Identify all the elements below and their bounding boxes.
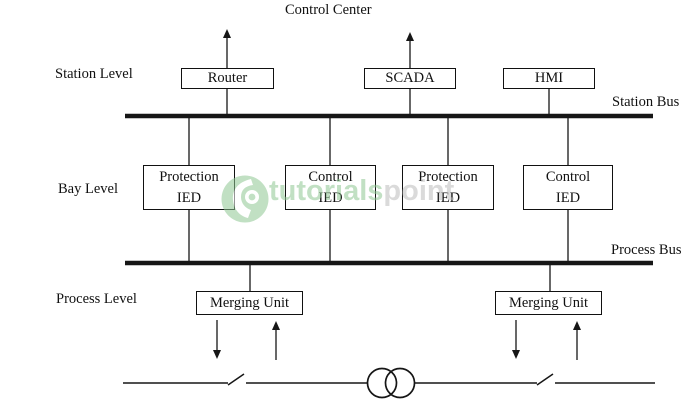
station-level-label: Station Level <box>55 66 133 82</box>
process-bus-label: Process Bus <box>611 242 682 258</box>
merging-unit1-label: Merging Unit <box>209 294 290 311</box>
protection-ied1-label-line1: Protection <box>159 168 219 185</box>
control-ied1-node: Control IED <box>285 165 376 210</box>
transformer-icon <box>366 367 416 399</box>
scada-node: SCADA <box>364 68 456 89</box>
control-center-label: Control Center <box>285 2 372 18</box>
protection-ied2-node: Protection IED <box>402 165 494 210</box>
control-ied2-node: Control IED <box>523 165 613 210</box>
merging-unit2-up-arrow-icon <box>573 321 581 360</box>
scada-uplink-arrow-icon <box>406 32 414 68</box>
merging-unit1-up-arrow-icon <box>272 321 280 360</box>
disconnector-switch2-icon <box>536 373 554 386</box>
router-node: Router <box>181 68 274 89</box>
process-level-label: Process Level <box>56 291 137 307</box>
merging-unit2-down-arrow-icon <box>512 320 520 359</box>
hmi-node: HMI <box>503 68 595 89</box>
hmi-label: HMI <box>534 70 564 86</box>
control-ied2-label-line2: IED <box>555 189 581 206</box>
router-label: Router <box>207 70 248 86</box>
protection-ied1-node: Protection IED <box>143 165 235 210</box>
protection-ied1-label-line2: IED <box>176 189 202 206</box>
merging-unit1-down-arrow-icon <box>213 320 221 359</box>
bay-level-label: Bay Level <box>58 181 118 197</box>
station-bus-label: Station Bus <box>612 94 680 110</box>
protection-ied2-label-line2: IED <box>435 189 461 206</box>
scada-label: SCADA <box>385 70 435 86</box>
disconnector-switch1-icon <box>227 373 245 386</box>
control-ied1-label-line1: Control <box>308 168 353 185</box>
router-uplink-arrow-icon <box>223 29 231 68</box>
control-ied1-label-line2: IED <box>318 189 343 206</box>
merging-unit1-node: Merging Unit <box>196 291 303 315</box>
merging-unit2-node: Merging Unit <box>495 291 602 315</box>
control-ied2-label-line1: Control <box>545 168 591 185</box>
merging-unit2-label: Merging Unit <box>508 294 589 311</box>
protection-ied2-label-line1: Protection <box>418 168 478 185</box>
